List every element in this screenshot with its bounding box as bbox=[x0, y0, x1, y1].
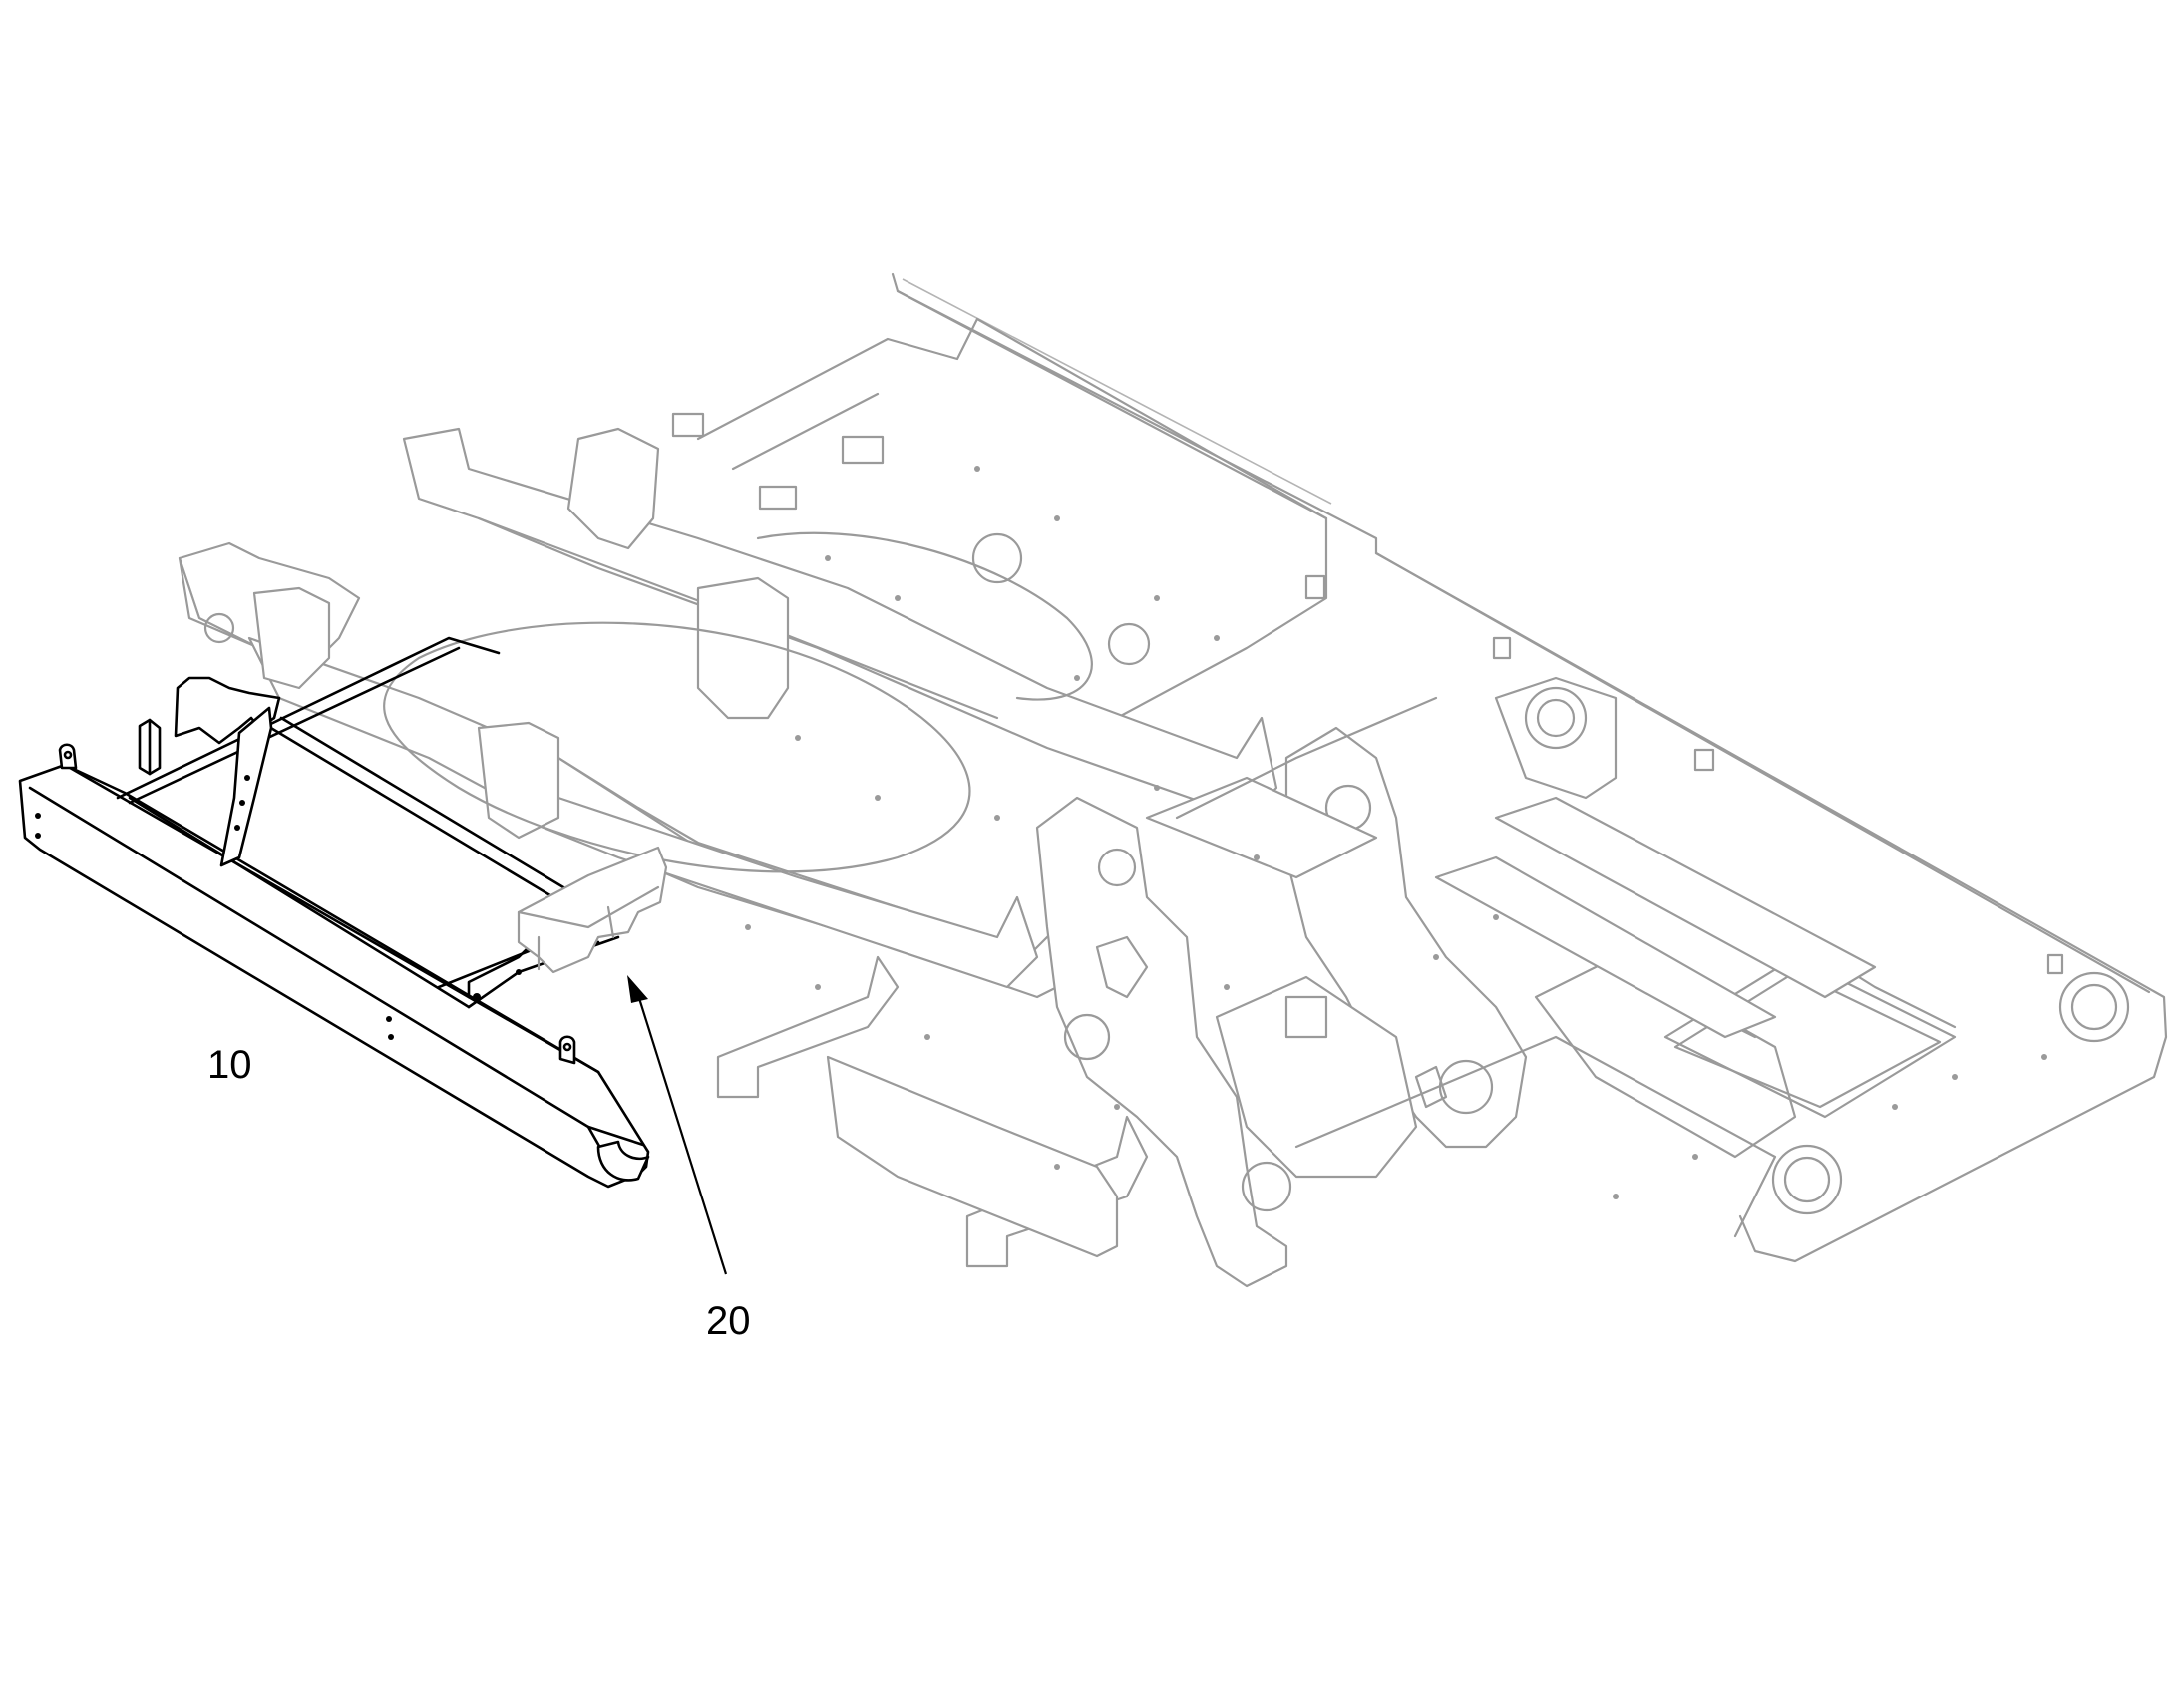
part-20-bracket bbox=[517, 846, 668, 974]
frame-holes bbox=[745, 466, 2047, 1199]
chassis-frame-context bbox=[178, 272, 2168, 1288]
callout-label-10: 10 bbox=[207, 1043, 252, 1087]
callout-20-leader bbox=[627, 975, 728, 1275]
part-10-guard-assembly bbox=[18, 636, 650, 1189]
arrowhead-icon bbox=[627, 975, 648, 1003]
callout-label-20: 20 bbox=[706, 1299, 751, 1343]
